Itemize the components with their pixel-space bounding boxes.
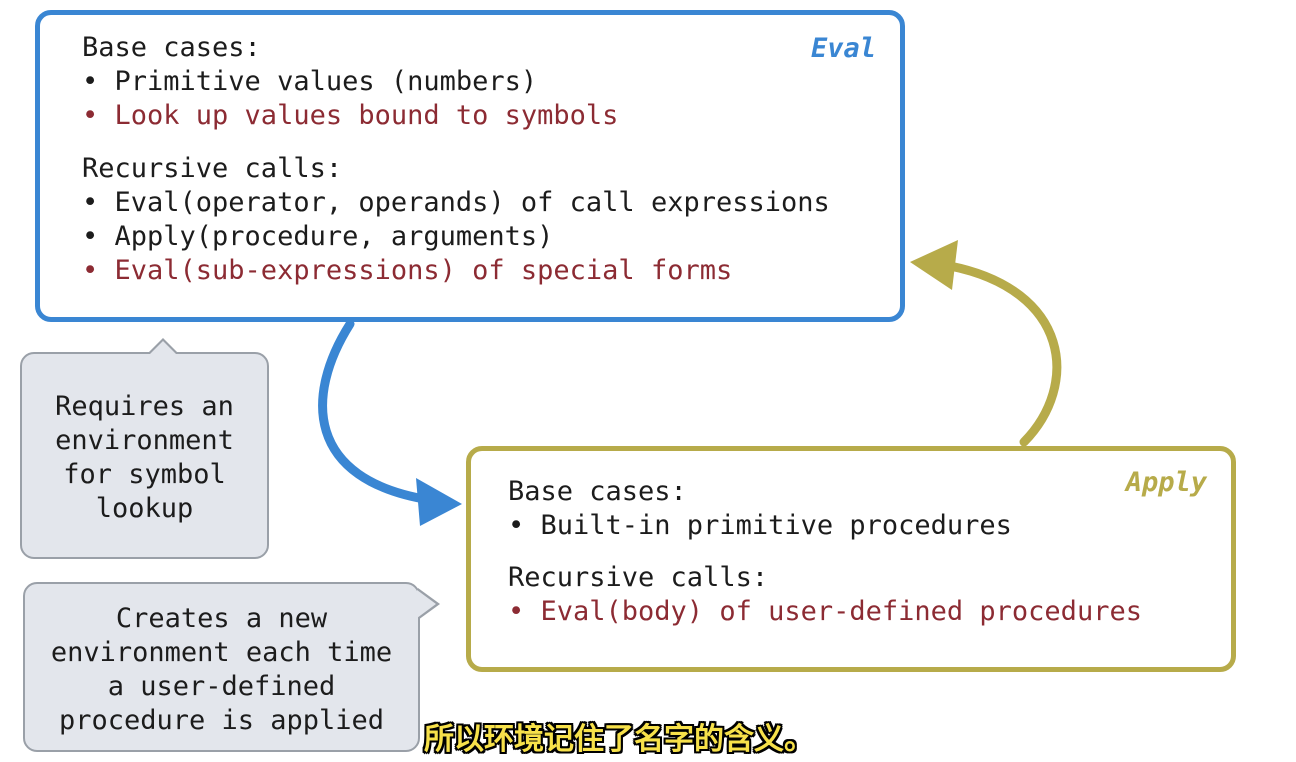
callout-new-env: Creates a new environment each time a us…	[23, 582, 420, 752]
callout-line: a user-defined	[107, 671, 336, 702]
eval-recursive-call-item: • Apply(procedure, arguments)	[82, 221, 554, 252]
callout-line: environment	[55, 425, 234, 456]
apply-base-cases-heading: Base cases:	[508, 476, 687, 507]
apply-base-case-item: • Built-in primitive procedures	[508, 510, 1012, 541]
eval-to-apply-arrow	[318, 319, 435, 505]
apply-to-eval-arrow	[945, 261, 1062, 447]
eval-recursive-call-item: • Eval(operator, operands) of call expre…	[82, 187, 830, 218]
apply-recursive-call-item-special: • Eval(body) of user-defined procedures	[508, 596, 1142, 627]
apply-title: Apply	[1125, 467, 1207, 498]
eval-box: Eval Base cases: • Primitive values (num…	[35, 10, 905, 322]
apply-box: Apply Base cases: • Built-in primitive p…	[466, 446, 1236, 672]
eval-title: Eval	[810, 33, 876, 64]
eval-recursive-call-item-special: • Eval(sub-expressions) of special forms	[82, 255, 733, 286]
eval-recursive-calls-heading: Recursive calls:	[82, 153, 343, 184]
callout-env-lookup-tail-fill	[149, 341, 177, 355]
callout-line: procedure is applied	[58, 705, 385, 736]
eval-base-case-item: • Primitive values (numbers)	[82, 66, 538, 97]
callout-env-lookup: Requires an environment for symbol looku…	[20, 352, 269, 559]
callout-line: lookup	[95, 493, 194, 524]
callout-new-env-tail-fill	[417, 590, 436, 618]
video-subtitle: 所以环境记住了名字的含义。	[424, 722, 814, 757]
eval-base-cases-heading: Base cases:	[82, 32, 261, 63]
apply-recursive-calls-heading: Recursive calls:	[508, 562, 769, 593]
callout-line: environment each time	[50, 637, 393, 668]
callout-line: Requires an	[55, 391, 234, 422]
callout-line: Creates a new	[115, 603, 328, 634]
apply-to-eval-arrowhead	[910, 240, 958, 290]
eval-to-apply-arrowhead	[416, 478, 462, 526]
callout-line: for symbol	[63, 459, 226, 490]
eval-base-case-item-special: • Look up values bound to symbols	[82, 100, 619, 131]
